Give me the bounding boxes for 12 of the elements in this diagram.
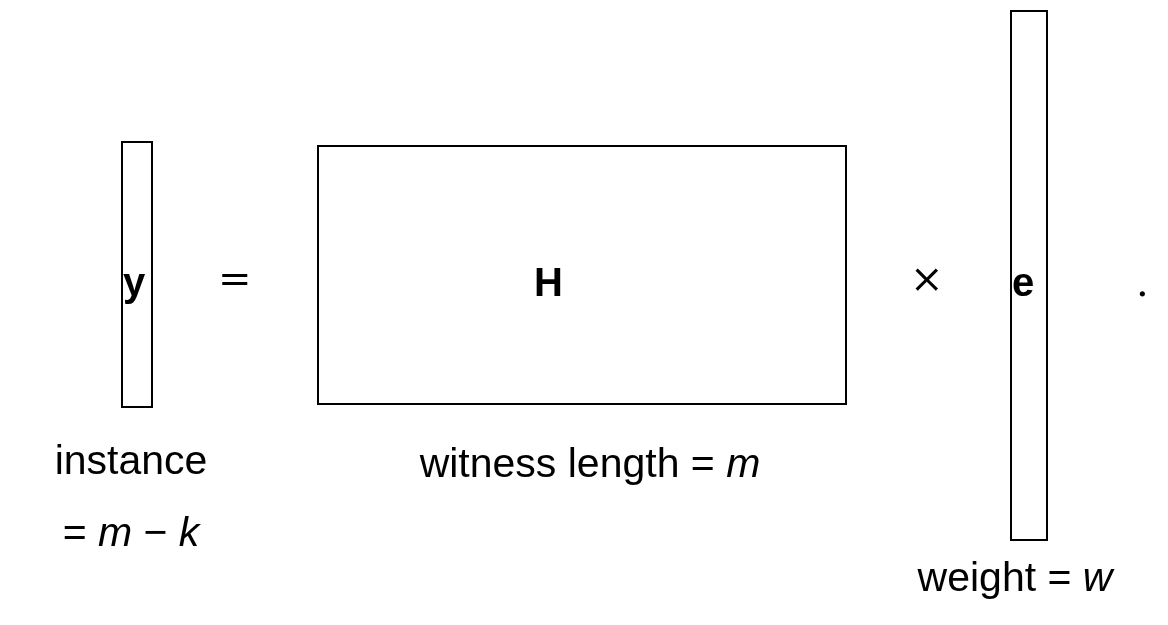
- operator-symbol: .: [1136, 262, 1149, 302]
- matrix-symbol: e: [1012, 262, 1035, 302]
- operator-symbol: ×: [910, 258, 944, 298]
- matrix-box: [317, 145, 847, 405]
- dimension-caption: weight = w: [916, 553, 1116, 602]
- matrix-box: [121, 141, 153, 408]
- operator-symbol: =: [218, 258, 252, 298]
- matrix-box: [1010, 10, 1048, 541]
- matrix-symbol: H: [534, 262, 563, 302]
- dimension-caption: witness length = m: [418, 439, 762, 488]
- matrix-symbol: y: [123, 262, 146, 302]
- dimension-caption: instance = m − k: [53, 436, 209, 557]
